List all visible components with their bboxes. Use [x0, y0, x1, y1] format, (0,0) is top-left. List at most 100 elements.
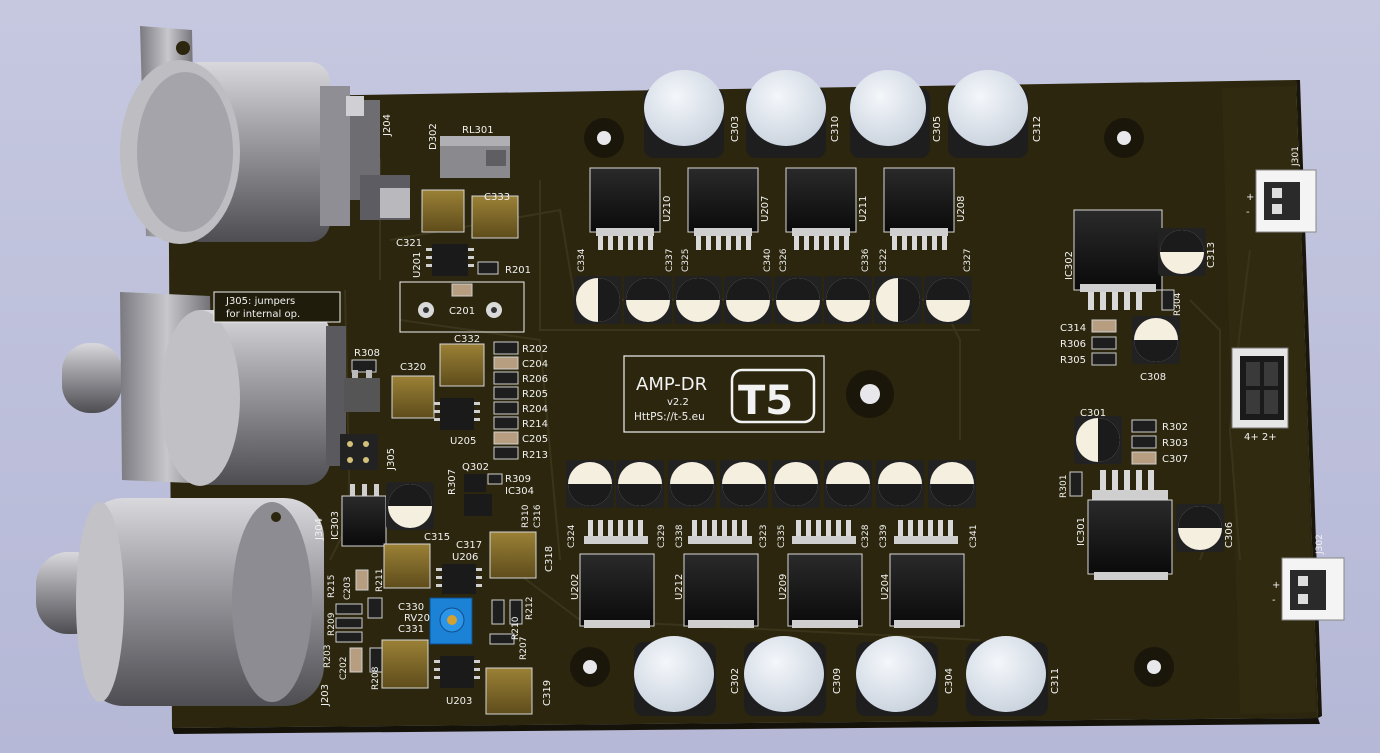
label-c324: C324	[567, 524, 577, 548]
label-c303: C303	[730, 116, 741, 142]
label-c201: C201	[449, 306, 475, 317]
small-cap	[874, 276, 922, 324]
label-r214: R214	[522, 419, 548, 430]
label-r209: R209	[327, 612, 337, 636]
label-j305: J305	[386, 448, 397, 471]
resistor	[509, 599, 523, 625]
label-c308: C308	[1140, 372, 1166, 383]
label-c305: C305	[932, 116, 943, 142]
small-cap	[624, 276, 672, 324]
label-u206: U206	[452, 552, 478, 563]
label-c321: C321	[396, 238, 422, 249]
label-c309: C309	[832, 668, 843, 694]
t5-logo: T5	[738, 378, 793, 424]
power-ic	[883, 167, 955, 250]
label-c333: C333	[484, 192, 510, 203]
resistor	[493, 401, 519, 415]
power-ics-top: U210 U207 U211 U208	[589, 167, 967, 250]
ic-u206	[436, 564, 482, 594]
label-c338: C338	[675, 524, 685, 548]
label-c204: C204	[522, 359, 548, 370]
small-cap	[772, 460, 820, 508]
resistor	[491, 599, 505, 625]
power-ic	[683, 520, 759, 628]
label-j302: J302	[1315, 534, 1325, 555]
mounting-hole	[1104, 118, 1144, 158]
big-cap	[850, 70, 930, 158]
xlr-connector-j204	[120, 26, 410, 244]
label-r201: R201	[505, 265, 531, 276]
label-r310: R310	[521, 504, 531, 528]
label-c316: C316	[533, 504, 543, 528]
pad	[418, 302, 434, 318]
resistor	[477, 261, 499, 275]
label-ic301: IC301	[1076, 517, 1087, 546]
power-ic	[579, 520, 655, 628]
smd-cap	[471, 195, 519, 239]
resistor	[1131, 451, 1157, 465]
mounting-hole	[570, 647, 610, 687]
label-c304: C304	[944, 668, 955, 694]
label-u208: U208	[956, 196, 967, 222]
small-caps-bottom-row: C324 C329 C338 C323 C335 C328 C339 C341	[566, 460, 979, 548]
small-cap	[616, 460, 664, 508]
label-r302: R302	[1162, 422, 1188, 433]
resistor	[1091, 336, 1117, 350]
label-j301: J301	[1291, 146, 1301, 167]
label-c313: C313	[1206, 242, 1217, 268]
power-ic	[787, 520, 863, 628]
small-cap	[668, 460, 716, 508]
small-cap	[386, 482, 434, 530]
small-cap	[1158, 228, 1206, 276]
resistor	[493, 446, 519, 460]
big-caps-top: C303 C310 C305 C312	[644, 70, 1043, 158]
label-u211: U211	[858, 196, 869, 222]
label-r203: R203	[323, 645, 333, 668]
ic-ic304	[464, 494, 492, 516]
resistor	[493, 431, 519, 445]
label-c315: C315	[424, 532, 450, 543]
resistor	[493, 416, 519, 430]
note-line1: J305: jumpers	[225, 296, 295, 307]
resistor	[1131, 419, 1157, 433]
xlr-connector-middle	[62, 292, 346, 486]
label-j203: J203	[320, 684, 331, 707]
smd-cap	[485, 667, 533, 715]
resistor	[487, 473, 503, 485]
resistor	[493, 386, 519, 400]
resistor	[349, 647, 363, 673]
label-r207: R207	[519, 637, 529, 660]
label-rl301: RL301	[462, 125, 494, 136]
label-c323: C323	[759, 525, 769, 548]
label-r304: R304	[1173, 292, 1183, 316]
pad	[486, 302, 502, 318]
label-ic304: IC304	[505, 486, 534, 497]
small-cap	[574, 276, 622, 324]
resistor	[335, 631, 363, 643]
label-c318: C318	[544, 546, 555, 572]
big-cap	[948, 70, 1028, 158]
label-r208: R208	[371, 666, 381, 690]
power-ic	[889, 520, 965, 628]
power-ic	[687, 167, 759, 250]
transistor	[464, 474, 486, 492]
connector-j302: + - J302	[1272, 534, 1345, 621]
label-c203: C203	[343, 577, 353, 600]
ic-u205	[434, 398, 480, 430]
label-c340: C340	[763, 248, 773, 272]
right-power-section: IC302 C313 R304 C314 R306 R305 C308 C301…	[1059, 209, 1235, 580]
label-r202: R202	[522, 344, 548, 355]
small-cap	[720, 460, 768, 508]
label-c332: C332	[454, 334, 480, 345]
label-u203: U203	[446, 696, 472, 707]
label-c334: C334	[577, 248, 587, 272]
label-j304: J304	[314, 518, 325, 541]
board-url: HttPS://t-5.eu	[634, 411, 705, 423]
ic-ic303	[341, 484, 387, 547]
smd-cap	[391, 375, 435, 419]
label-c306: C306	[1224, 522, 1235, 548]
power-ics-bottom: U202 U212 U209 U204	[570, 520, 965, 628]
mounting-hole	[846, 370, 894, 418]
resistor	[367, 597, 383, 619]
